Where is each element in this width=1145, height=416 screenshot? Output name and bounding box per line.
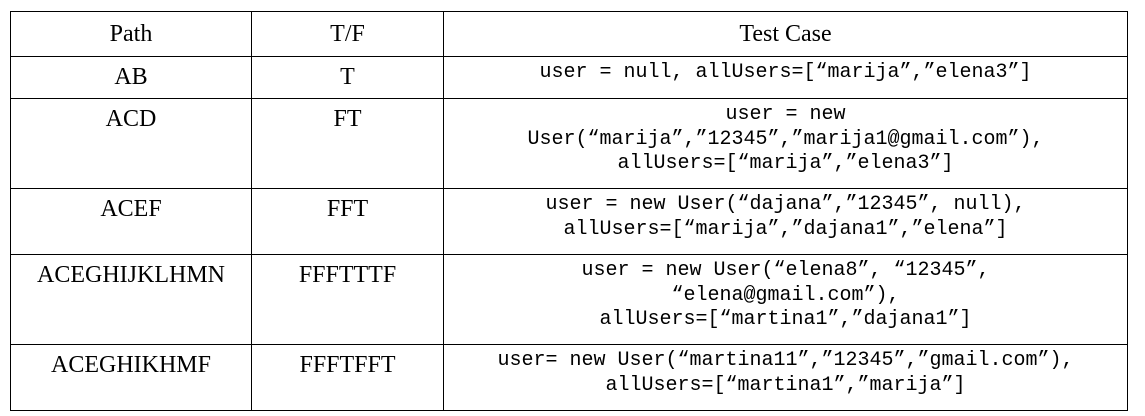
test-case-line: user = new User(“dajana”,”12345”, null), (545, 193, 1026, 216)
tf-cell: T (251, 56, 444, 99)
header-tf: T/F (251, 11, 444, 57)
test-case-cell: user = new User(“marija”,”12345”,”marija… (443, 98, 1128, 189)
test-case-line: allUsers=[“marija”,”dajana1”,”elena”] (563, 217, 1008, 241)
tf-cell: FFT (251, 188, 444, 255)
header-row: Path T/F Test Case (10, 11, 1128, 57)
test-case-cell: user= new User(“martina11”,”12345”,”gmai… (443, 344, 1128, 411)
table-row: ACEF FFT user = new User(“dajana”,”12345… (10, 188, 1128, 255)
table-row: ACEGHIKHMF FFFTFFT user= new User(“marti… (10, 344, 1128, 411)
test-case-line: “elena@gmail.com”), (671, 283, 900, 307)
test-case-line: user= new User(“martina11”,”12345”,”gmai… (497, 349, 1074, 372)
test-case-cell: user = null, allUsers=[“marija”,”elena3”… (443, 56, 1128, 99)
tf-cell: FFFTTTF (251, 254, 444, 345)
table-row: ACEGHIJKLHMN FFFTTTF user = new User(“el… (10, 254, 1128, 345)
path-cell: ACEGHIKHMF (10, 344, 252, 411)
test-case-line: user = new (725, 103, 846, 126)
tf-cell: FT (251, 98, 444, 189)
test-case-line: allUsers=[“marija”,”elena3”] (617, 152, 954, 175)
header-path: Path (10, 11, 252, 57)
test-case-line: allUsers=[“martina1”,”marija”] (605, 373, 966, 397)
test-case-line: User(“marija”,”12345”,”marija1@gmail.com… (527, 127, 1044, 151)
table-row: AB T user = null, allUsers=[“marija”,”el… (10, 56, 1128, 99)
tf-cell: FFFTFFT (251, 344, 444, 411)
path-cell: ACD (10, 98, 252, 189)
test-case-cell: user = new User(“dajana”,”12345”, null),… (443, 188, 1128, 255)
test-case-line: user = null, allUsers=[“marija”,”elena3”… (539, 61, 1032, 84)
test-case-cell: user = new User(“elena8”, “12345”, “elen… (443, 254, 1128, 345)
path-cell: ACEF (10, 188, 252, 255)
test-case-table: Path T/F Test Case AB T user = null, all… (10, 11, 1128, 411)
path-cell: ACEGHIJKLHMN (10, 254, 252, 345)
path-cell: AB (10, 56, 252, 99)
test-case-line: user = new User(“elena8”, “12345”, (581, 259, 990, 282)
header-test-case: Test Case (443, 11, 1128, 57)
table-row: ACD FT user = new User(“marija”,”12345”,… (10, 98, 1128, 189)
test-case-line: allUsers=[“martina1”,”dajana1”] (599, 308, 972, 331)
